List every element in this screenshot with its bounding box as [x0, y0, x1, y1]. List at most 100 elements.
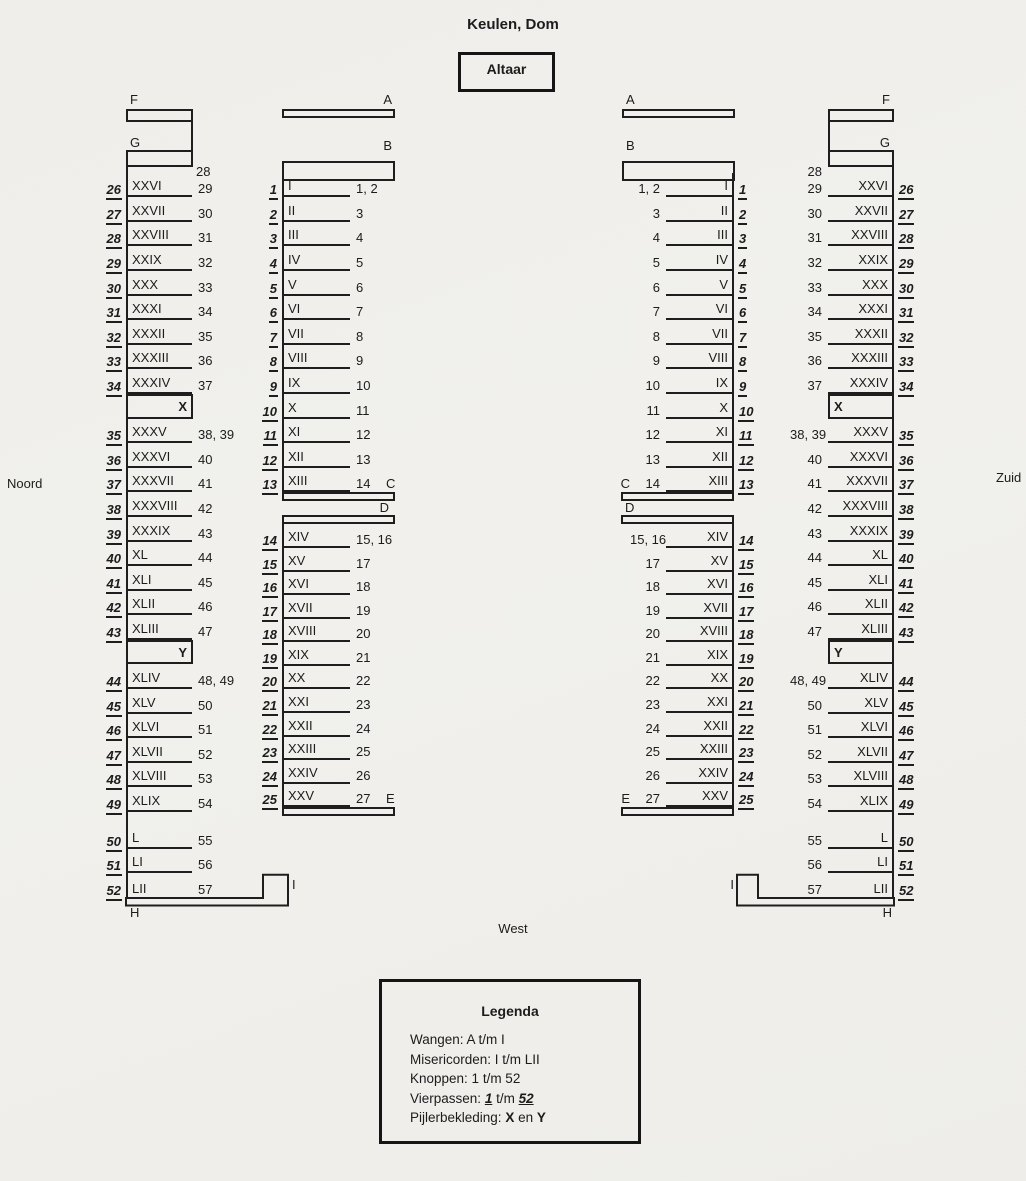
vierpas-cell: 20 — [734, 674, 764, 693]
vierpas-cell: 28 — [96, 231, 126, 250]
misericorde-cell: XL — [828, 541, 894, 567]
knop-cell: 48, 49 — [790, 673, 828, 689]
knop-cell: 1, 2 — [350, 181, 386, 197]
knop-cell: 30 — [790, 206, 828, 222]
knop-label: 46 — [198, 599, 213, 615]
vierpas-cell: 17 — [734, 604, 764, 622]
misericorde-cell: XIX — [666, 642, 734, 666]
vierpas-cell: 17 — [252, 604, 282, 622]
knop-cell: 23 — [350, 697, 386, 713]
page-title: Keulen, Dom — [467, 16, 559, 33]
vierpas-cell: 48 — [96, 772, 126, 791]
knop-label: 7 — [356, 304, 364, 320]
extra-wang-cell — [386, 688, 416, 689]
vierpas-cell: 15 — [252, 557, 282, 575]
knop-label: 8 — [652, 328, 660, 344]
wang-bar-A — [282, 109, 395, 118]
misericorde-label: XXI — [288, 694, 309, 710]
knop-label: 45 — [198, 574, 213, 590]
vierpas-cell: 15 — [734, 557, 764, 575]
knop-label: 3 — [356, 205, 364, 221]
vierpas-cell: 29 — [96, 256, 126, 274]
misericorde-label: XLVII — [857, 743, 888, 759]
knop-label: 56 — [198, 857, 213, 873]
knop-label: 42 — [807, 500, 822, 516]
vierpas-label: 7 — [268, 330, 278, 348]
misericorde-cell: XXXV — [828, 418, 894, 444]
knop-cell: 43 — [192, 526, 236, 542]
vierpas-cell: 42 — [96, 600, 126, 619]
knop-label: 50 — [198, 697, 213, 713]
vierpas-label: 46 — [105, 723, 122, 742]
wang-label-C: C — [386, 476, 396, 492]
knop-label: 48, 49 — [198, 673, 235, 689]
misericorde-label: XI — [715, 424, 728, 440]
extra-wang-cell — [600, 547, 630, 548]
wang-bar — [282, 492, 395, 502]
vierpas-cell: 24 — [252, 769, 282, 787]
knop-label: 15, 16 — [630, 531, 667, 547]
pier-label-Y: Y — [834, 644, 843, 660]
knop-cell: 23 — [630, 697, 666, 713]
knop-cell: 48, 49 — [192, 673, 236, 689]
knop-cell: 27 — [630, 791, 666, 807]
knop-label: 54 — [198, 796, 213, 812]
misericorde-label: VIII — [288, 350, 308, 366]
misericorde-cell: XIII — [666, 467, 734, 493]
knop-cell: 7 — [350, 304, 386, 320]
misericorde-cell: XXXVI — [126, 443, 192, 468]
knop-label: 10 — [645, 377, 660, 393]
knop-label: 54 — [807, 796, 822, 812]
misericorde-label: XLII — [132, 596, 156, 612]
misericorde-cell: XI — [282, 418, 350, 444]
misericorde-label: III — [288, 227, 299, 243]
stall-row: 42 XLII 46 — [96, 590, 236, 619]
misericorde-label: XXVI — [132, 178, 162, 194]
vierpas-cell: 8 — [252, 354, 282, 373]
wang-bar — [621, 515, 734, 525]
vierpas-cell: 43 — [894, 625, 924, 643]
vierpas-label: 24 — [738, 769, 755, 787]
misericorde-label: XL — [132, 547, 148, 563]
misericorde-cell: VI — [666, 295, 734, 321]
vierpas-label: 27 — [105, 207, 122, 225]
knop-label: 45 — [807, 574, 822, 590]
vierpas-cell: 51 — [96, 858, 126, 877]
knop-label: 24 — [645, 720, 660, 736]
knop-cell: 7 — [630, 304, 666, 320]
vierpas-label: 18 — [261, 627, 278, 646]
misericorde-cell: XXXVIII — [126, 492, 192, 517]
vierpas-cell: 26 — [894, 182, 924, 201]
misericorde-label: XLII — [864, 596, 888, 612]
misericorde-label: XXVI — [858, 178, 888, 194]
vierpas-label: 9 — [738, 379, 748, 397]
legend-item: Vierpassen: 1 t/m 52 — [410, 1089, 638, 1109]
vierpas-cell: 18 — [734, 627, 764, 646]
vierpas-label: 46 — [898, 723, 915, 742]
misericorde-label: XXXV — [853, 424, 888, 440]
vierpas-cell: 16 — [252, 580, 282, 599]
wang-bar — [282, 515, 395, 525]
misericorde-label: XXIX — [132, 251, 162, 267]
vierpas-cell: 7 — [734, 330, 764, 348]
vierpas-label: 44 — [105, 674, 122, 693]
misericorde-cell: XXX — [828, 270, 894, 296]
misericorde-label: XXXVII — [846, 473, 888, 489]
extra-wang-cell — [600, 270, 630, 271]
misericorde-label: XX — [710, 670, 728, 686]
misericorde-cell: VII — [666, 320, 734, 345]
